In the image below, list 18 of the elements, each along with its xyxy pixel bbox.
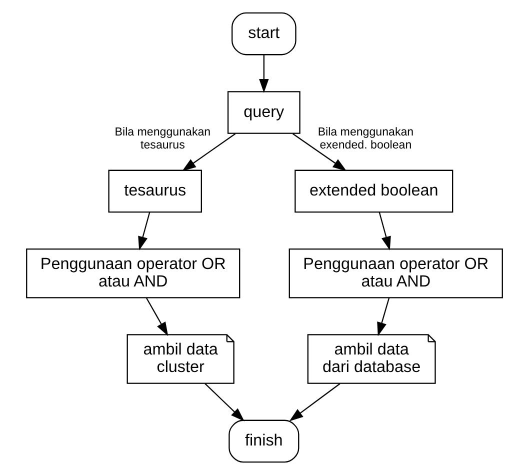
node-box: start [231, 12, 296, 56]
arrow [182, 133, 236, 172]
arrow [138, 212, 150, 250]
node-box: Penggunaan operator OR atau AND [288, 248, 502, 298]
arrow [145, 297, 168, 336]
node-box: extended boolean [294, 170, 453, 213]
arrow [292, 133, 346, 172]
node-box: finish [228, 420, 299, 463]
node-box: query [226, 91, 300, 134]
arrow [258, 55, 268, 93]
arrow [376, 298, 390, 336]
node-box: Penggunaan operator OR atau AND [26, 248, 240, 298]
edge-label: Bila menggunakan exended. boolean [317, 126, 414, 152]
edge-label: Bila menggunakan tesaurus [114, 126, 210, 152]
arrow [288, 383, 340, 422]
arrow [204, 383, 244, 422]
node-box: tesaurus [108, 170, 202, 213]
arrow [378, 212, 390, 250]
